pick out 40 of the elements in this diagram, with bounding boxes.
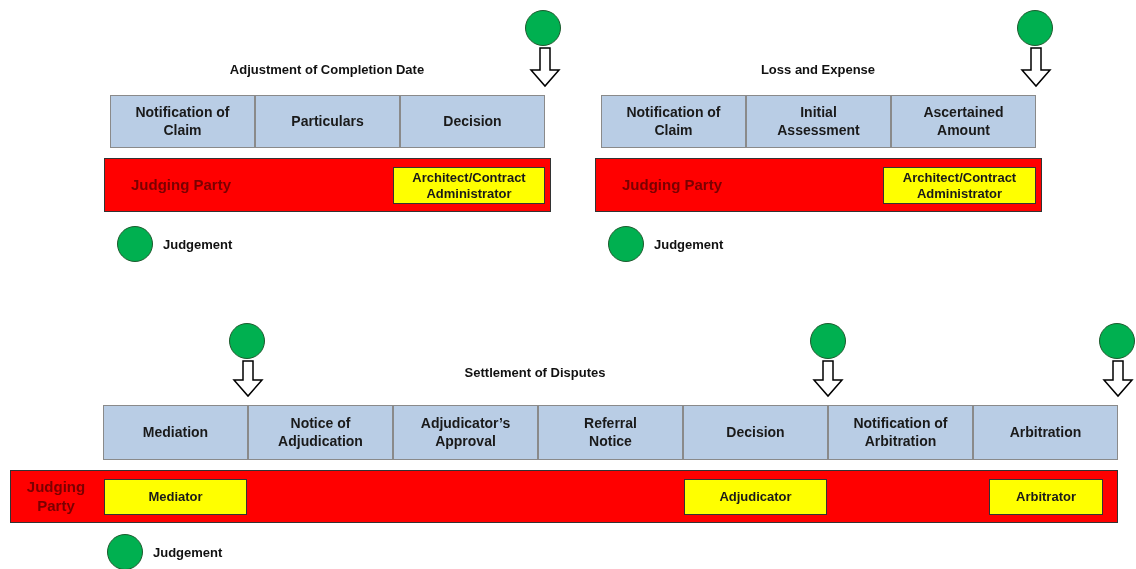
judging-party-band <box>595 158 1042 212</box>
step-box: Mediation <box>103 405 248 460</box>
judging-party-band <box>104 158 551 212</box>
hollow-arrow <box>1020 47 1052 88</box>
step-box: Arbitration <box>973 405 1118 460</box>
circle-marker <box>1099 323 1135 359</box>
hollow-arrow <box>529 47 561 88</box>
band-label: Judging Party <box>130 175 232 195</box>
circle-marker <box>525 10 561 46</box>
step-box: Particulars <box>255 95 400 148</box>
section-heading: Settlement of Disputes <box>464 365 606 380</box>
step-box: Adjudicator’s Approval <box>393 405 538 460</box>
circle-marker <box>1017 10 1053 46</box>
hollow-arrow <box>1102 360 1134 398</box>
section-heading: Adjustment of Completion Date <box>229 62 425 77</box>
hollow-arrow <box>812 360 844 398</box>
judge-box: Adjudicator <box>684 479 827 515</box>
judging-party-band <box>10 470 1118 523</box>
step-box: Notification of Claim <box>110 95 255 148</box>
legend-label: Judgement <box>654 236 724 252</box>
step-box: Notification of Arbitration <box>828 405 973 460</box>
judge-box: Mediator <box>104 479 247 515</box>
step-box: Initial Assessment <box>746 95 891 148</box>
legend-label: Judgement <box>153 544 223 560</box>
judge-box: Architect/Contract Administrator <box>393 167 545 204</box>
judge-box: Arbitrator <box>989 479 1103 515</box>
band-label: Judging Party <box>621 175 723 195</box>
band-label: Judging Party <box>25 477 87 516</box>
step-box: Ascertained Amount <box>891 95 1036 148</box>
step-box: Notification of Claim <box>601 95 746 148</box>
hollow-arrow <box>232 360 264 398</box>
legend-label: Judgement <box>163 236 233 252</box>
circle-marker <box>810 323 846 359</box>
circle-marker <box>229 323 265 359</box>
step-box: Decision <box>400 95 545 148</box>
judge-box: Architect/Contract Administrator <box>883 167 1036 204</box>
section-heading: Loss and Expense <box>760 62 876 77</box>
step-box: Decision <box>683 405 828 460</box>
step-box: Referral Notice <box>538 405 683 460</box>
step-box: Notice of Adjudication <box>248 405 393 460</box>
